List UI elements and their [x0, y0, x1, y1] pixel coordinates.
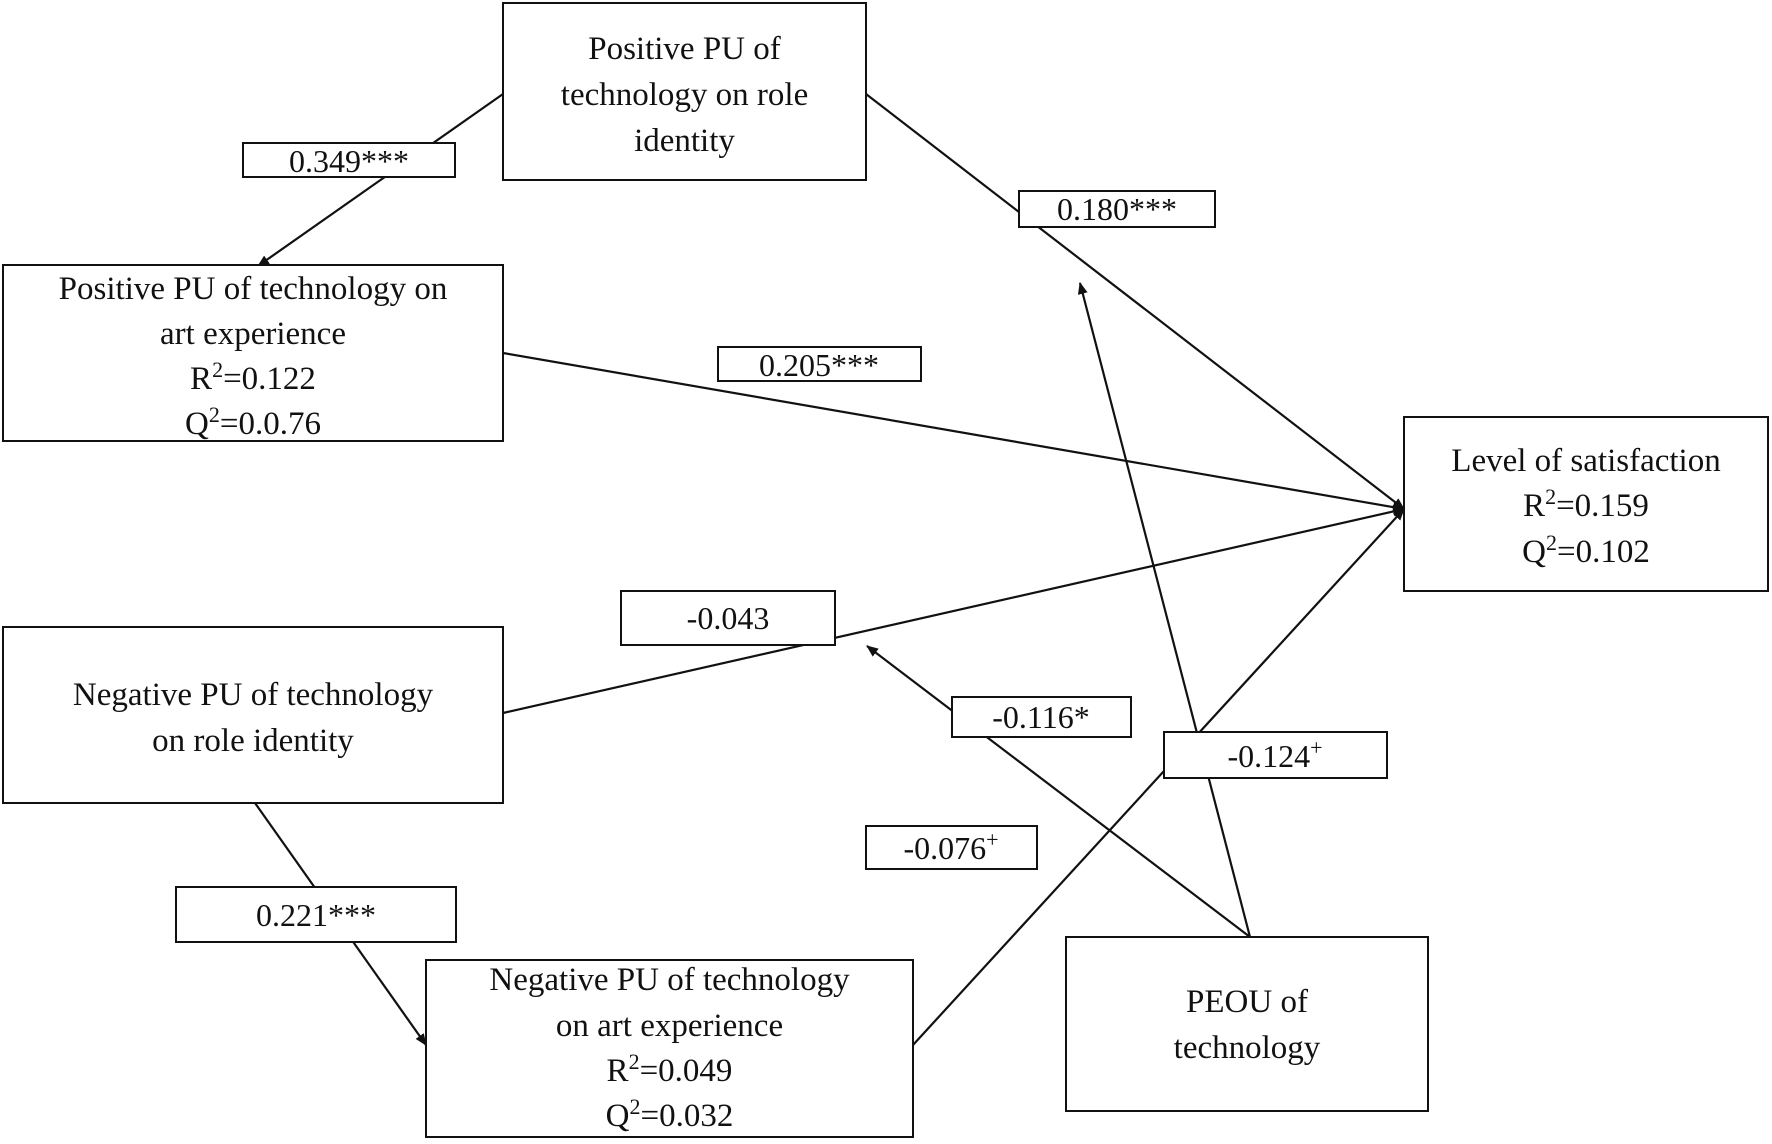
node-text: Positive PU of technology on	[59, 271, 448, 307]
node-text: on role identity	[152, 723, 354, 759]
coefficient-text: -0.043	[687, 600, 770, 636]
edge-labels: 0.349*** 0.180*** 0.205*** -0.043 -0.116…	[175, 142, 1388, 943]
label-minus-0-116: -0.116*	[951, 696, 1132, 738]
coefficient-text: 0.180***	[1057, 191, 1177, 227]
label-minus-0-124: -0.124+	[1163, 731, 1388, 779]
node-negative-pu-art-experience: Negative PU of technology on art experie…	[425, 959, 914, 1138]
node-text: Level of satisfaction	[1451, 443, 1720, 479]
node-peou-of-technology: PEOU of technology	[1065, 936, 1429, 1112]
label-minus-0-076: -0.076+	[865, 825, 1038, 870]
node-text: on art experience	[556, 1008, 783, 1044]
label-0-349: 0.349***	[242, 142, 456, 179]
arrow-pos-art-to-satisfaction	[502, 351, 1405, 513]
node-text: technology	[1174, 1030, 1321, 1066]
node-positive-pu-art-experience: Positive PU of technology on art experie…	[2, 264, 504, 443]
node-text: Positive PU of	[588, 31, 781, 67]
label-0-205: 0.205***	[717, 346, 922, 383]
node-text: technology on role	[561, 77, 808, 113]
node-level-of-satisfaction: Level of satisfaction R2=0.159 Q2=0.102	[1403, 416, 1769, 592]
q-squared-text: Q2=0.0.76	[185, 402, 321, 443]
arrow-peou-moderation-pos-path	[1077, 282, 1252, 938]
r-squared-text: R2=0.159	[1523, 484, 1649, 525]
q-squared-text: Q2=0.032	[606, 1094, 734, 1135]
node-positive-pu-role-identity: Positive PU of technology on role identi…	[502, 2, 867, 181]
coefficient-text: 0.349***	[289, 143, 409, 179]
arrow-neg-role-to-satisfaction	[502, 506, 1405, 715]
arrow-peou-moderation-neg-path	[866, 645, 1251, 938]
node-text: Negative PU of technology	[73, 677, 434, 713]
node-text: Negative PU of technology	[489, 962, 850, 998]
q-squared-text: Q2=0.102	[1522, 530, 1650, 571]
coefficient-text: -0.124+	[1227, 735, 1322, 775]
arrow-pos-role-to-satisfaction	[865, 93, 1405, 510]
node-text: PEOU of	[1186, 984, 1308, 1020]
node-text: identity	[634, 123, 735, 159]
arrow-pos-role-to-pos-art	[257, 93, 504, 267]
node-text: art experience	[160, 316, 346, 352]
coefficient-text: 0.221***	[256, 897, 376, 933]
coefficient-text: 0.205***	[759, 347, 879, 383]
label-minus-0-043: -0.043	[620, 590, 836, 646]
coefficient-text: -0.116*	[992, 699, 1089, 735]
node-negative-pu-role-identity: Negative PU of technology on role identi…	[2, 626, 504, 804]
label-0-180: 0.180***	[1018, 190, 1216, 228]
r-squared-text: R2=0.049	[607, 1049, 733, 1090]
arrow-neg-art-to-satisfaction	[912, 508, 1405, 1046]
label-0-221: 0.221***	[175, 886, 457, 943]
coefficient-text: -0.076+	[903, 827, 998, 867]
r-squared-text: R2=0.122	[190, 357, 316, 398]
